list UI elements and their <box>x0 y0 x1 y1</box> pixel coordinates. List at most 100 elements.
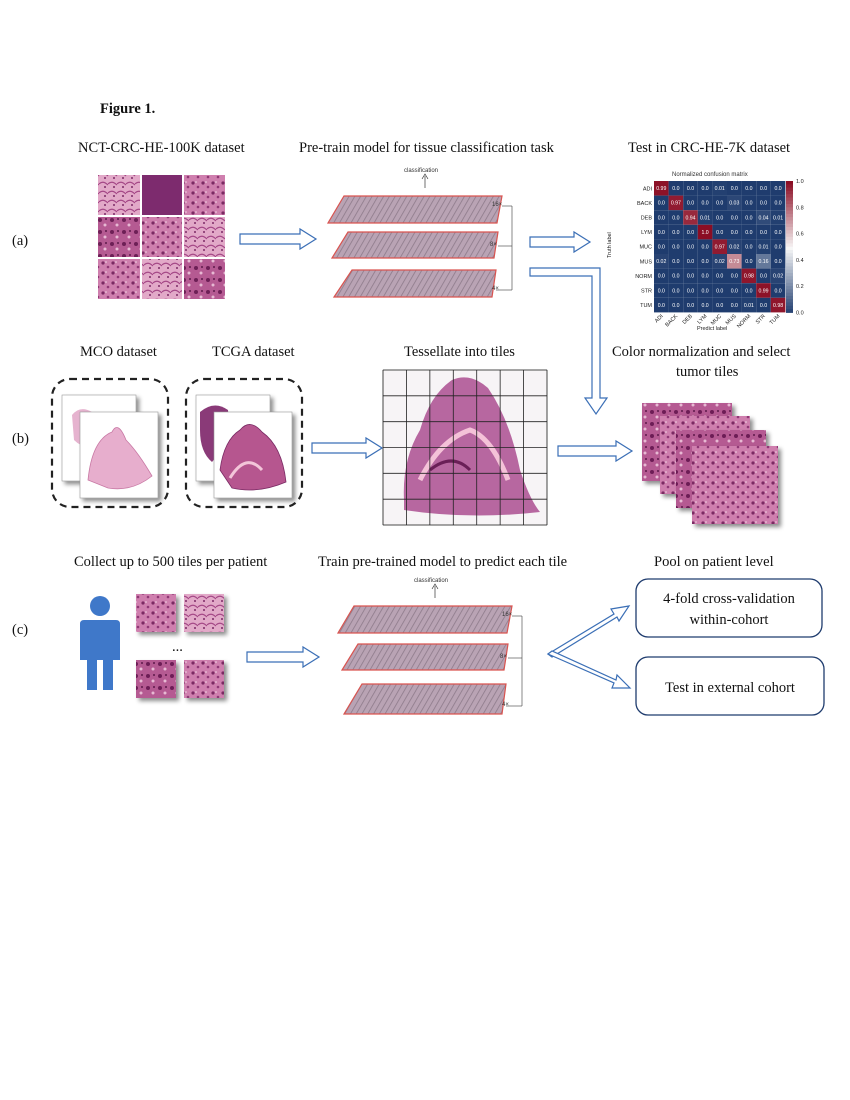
cm-cell <box>683 297 698 313</box>
cm-cell <box>712 195 727 211</box>
cm-cell <box>712 297 727 313</box>
nct-tile-grid <box>98 175 225 299</box>
cm-value: 0.0 <box>774 230 781 236</box>
cm-value: 0.01 <box>744 303 754 309</box>
cm-value: 0.99 <box>758 288 768 294</box>
colorbar-segment <box>786 200 793 205</box>
cm-cell <box>770 254 786 269</box>
collect-title: Collect up to 500 tiles per patient <box>74 554 267 570</box>
arrow-icon <box>311 436 384 460</box>
cm-cell <box>683 224 698 240</box>
cm-cell <box>770 195 786 211</box>
cm-value: 0.0 <box>658 245 665 251</box>
cm-cell <box>727 239 742 254</box>
cm-cell <box>727 268 742 284</box>
cm-value: 0.0 <box>701 303 708 309</box>
cm-cell <box>654 224 669 240</box>
cm-cell <box>756 254 771 269</box>
cm-row-label: LYM <box>641 230 652 236</box>
colorbar-segment <box>786 269 793 274</box>
cm-cell <box>668 224 684 240</box>
cm-cell <box>727 181 742 196</box>
cm-value: 0.0 <box>701 186 708 192</box>
colorbar-segment <box>786 272 793 277</box>
cm-cell <box>741 268 757 284</box>
cm-cell <box>697 195 713 211</box>
mco-slides <box>50 377 170 509</box>
colorbar-segment <box>786 305 793 310</box>
cm-cell <box>741 181 757 196</box>
tiles-ellipsis: ... <box>172 639 183 655</box>
cm-xlabel: Predict label <box>697 326 727 332</box>
cm-cell <box>668 297 684 313</box>
colorbar-segment <box>786 309 793 313</box>
cm-value: 0.0 <box>687 186 694 192</box>
cm-value: 0.01 <box>773 215 783 221</box>
colorbar-segment <box>786 226 793 231</box>
pyramid-top-label: classification <box>404 168 438 174</box>
cm-value: 0.0 <box>745 215 752 221</box>
cm-cell <box>770 283 786 298</box>
cv-line1: 4-fold cross-validation <box>663 591 795 607</box>
cm-value: 0.73 <box>729 259 739 265</box>
cm-col-label: ADI <box>654 313 665 324</box>
colorbar-segment <box>786 220 793 225</box>
cm-value: 0.0 <box>716 201 723 207</box>
arrow-icon <box>557 439 634 463</box>
cm-value: 0.0 <box>672 259 679 265</box>
arrow-icon <box>546 605 632 689</box>
cm-value: 0.0 <box>774 288 781 294</box>
colorbar-segment <box>786 246 793 251</box>
cm-cell <box>683 239 698 254</box>
colorbar-segment <box>786 295 793 300</box>
cm-cell <box>697 224 713 240</box>
cm-cell <box>654 254 669 269</box>
colorbar-segment <box>786 187 793 192</box>
cm-value: 0.0 <box>774 201 781 207</box>
colorbar-segment <box>786 299 793 304</box>
cm-value: 0.0 <box>687 230 694 236</box>
cm-cell <box>727 297 742 313</box>
cm-cell <box>697 210 713 225</box>
colorbar-segment <box>786 279 793 284</box>
colorbar-segment <box>786 197 793 202</box>
cm-value: 0.0 <box>701 201 708 207</box>
colorbar-segment <box>786 210 793 215</box>
cm-cell <box>741 283 757 298</box>
colorbar-segment <box>786 266 793 271</box>
colorbar-segment <box>786 184 793 189</box>
cm-cell <box>683 181 698 196</box>
colorbar-segment <box>786 249 793 254</box>
cm-cell <box>654 195 669 211</box>
cm-cell <box>712 210 727 225</box>
cm-col-label: TUM <box>769 313 782 326</box>
cm-value: 0.0 <box>774 245 781 251</box>
cm-cell <box>668 181 684 196</box>
dataset-title: NCT-CRC-HE-100K dataset <box>78 140 245 156</box>
scale-8x-c: 8× <box>500 654 507 660</box>
arrow-icon <box>246 645 321 669</box>
cm-cell <box>712 268 727 284</box>
scale-8x: 8× <box>490 242 497 248</box>
cm-row-label: MUS <box>640 259 653 265</box>
cm-cell <box>697 283 713 298</box>
tessellated-slide <box>382 369 548 526</box>
pretrain-pyramid: classification 16× 8× 4× <box>326 168 513 298</box>
colorbar-segment <box>786 217 793 221</box>
colorbar-segment <box>786 190 793 195</box>
cm-value: 0.01 <box>700 215 710 221</box>
cm-value: 0.0 <box>672 230 679 236</box>
cm-value: 0.0 <box>672 288 679 294</box>
cm-value: 0.02 <box>729 245 739 251</box>
cm-cell <box>683 268 698 284</box>
cm-cell <box>668 195 684 211</box>
cm-value: 0.0 <box>745 201 752 207</box>
cm-value: 0.0 <box>716 215 723 221</box>
row-b-label: (b) <box>12 431 29 447</box>
cm-cell <box>770 224 786 240</box>
person-icon <box>80 596 120 690</box>
cm-value: 0.0 <box>716 303 723 309</box>
cm-cell <box>712 283 727 298</box>
